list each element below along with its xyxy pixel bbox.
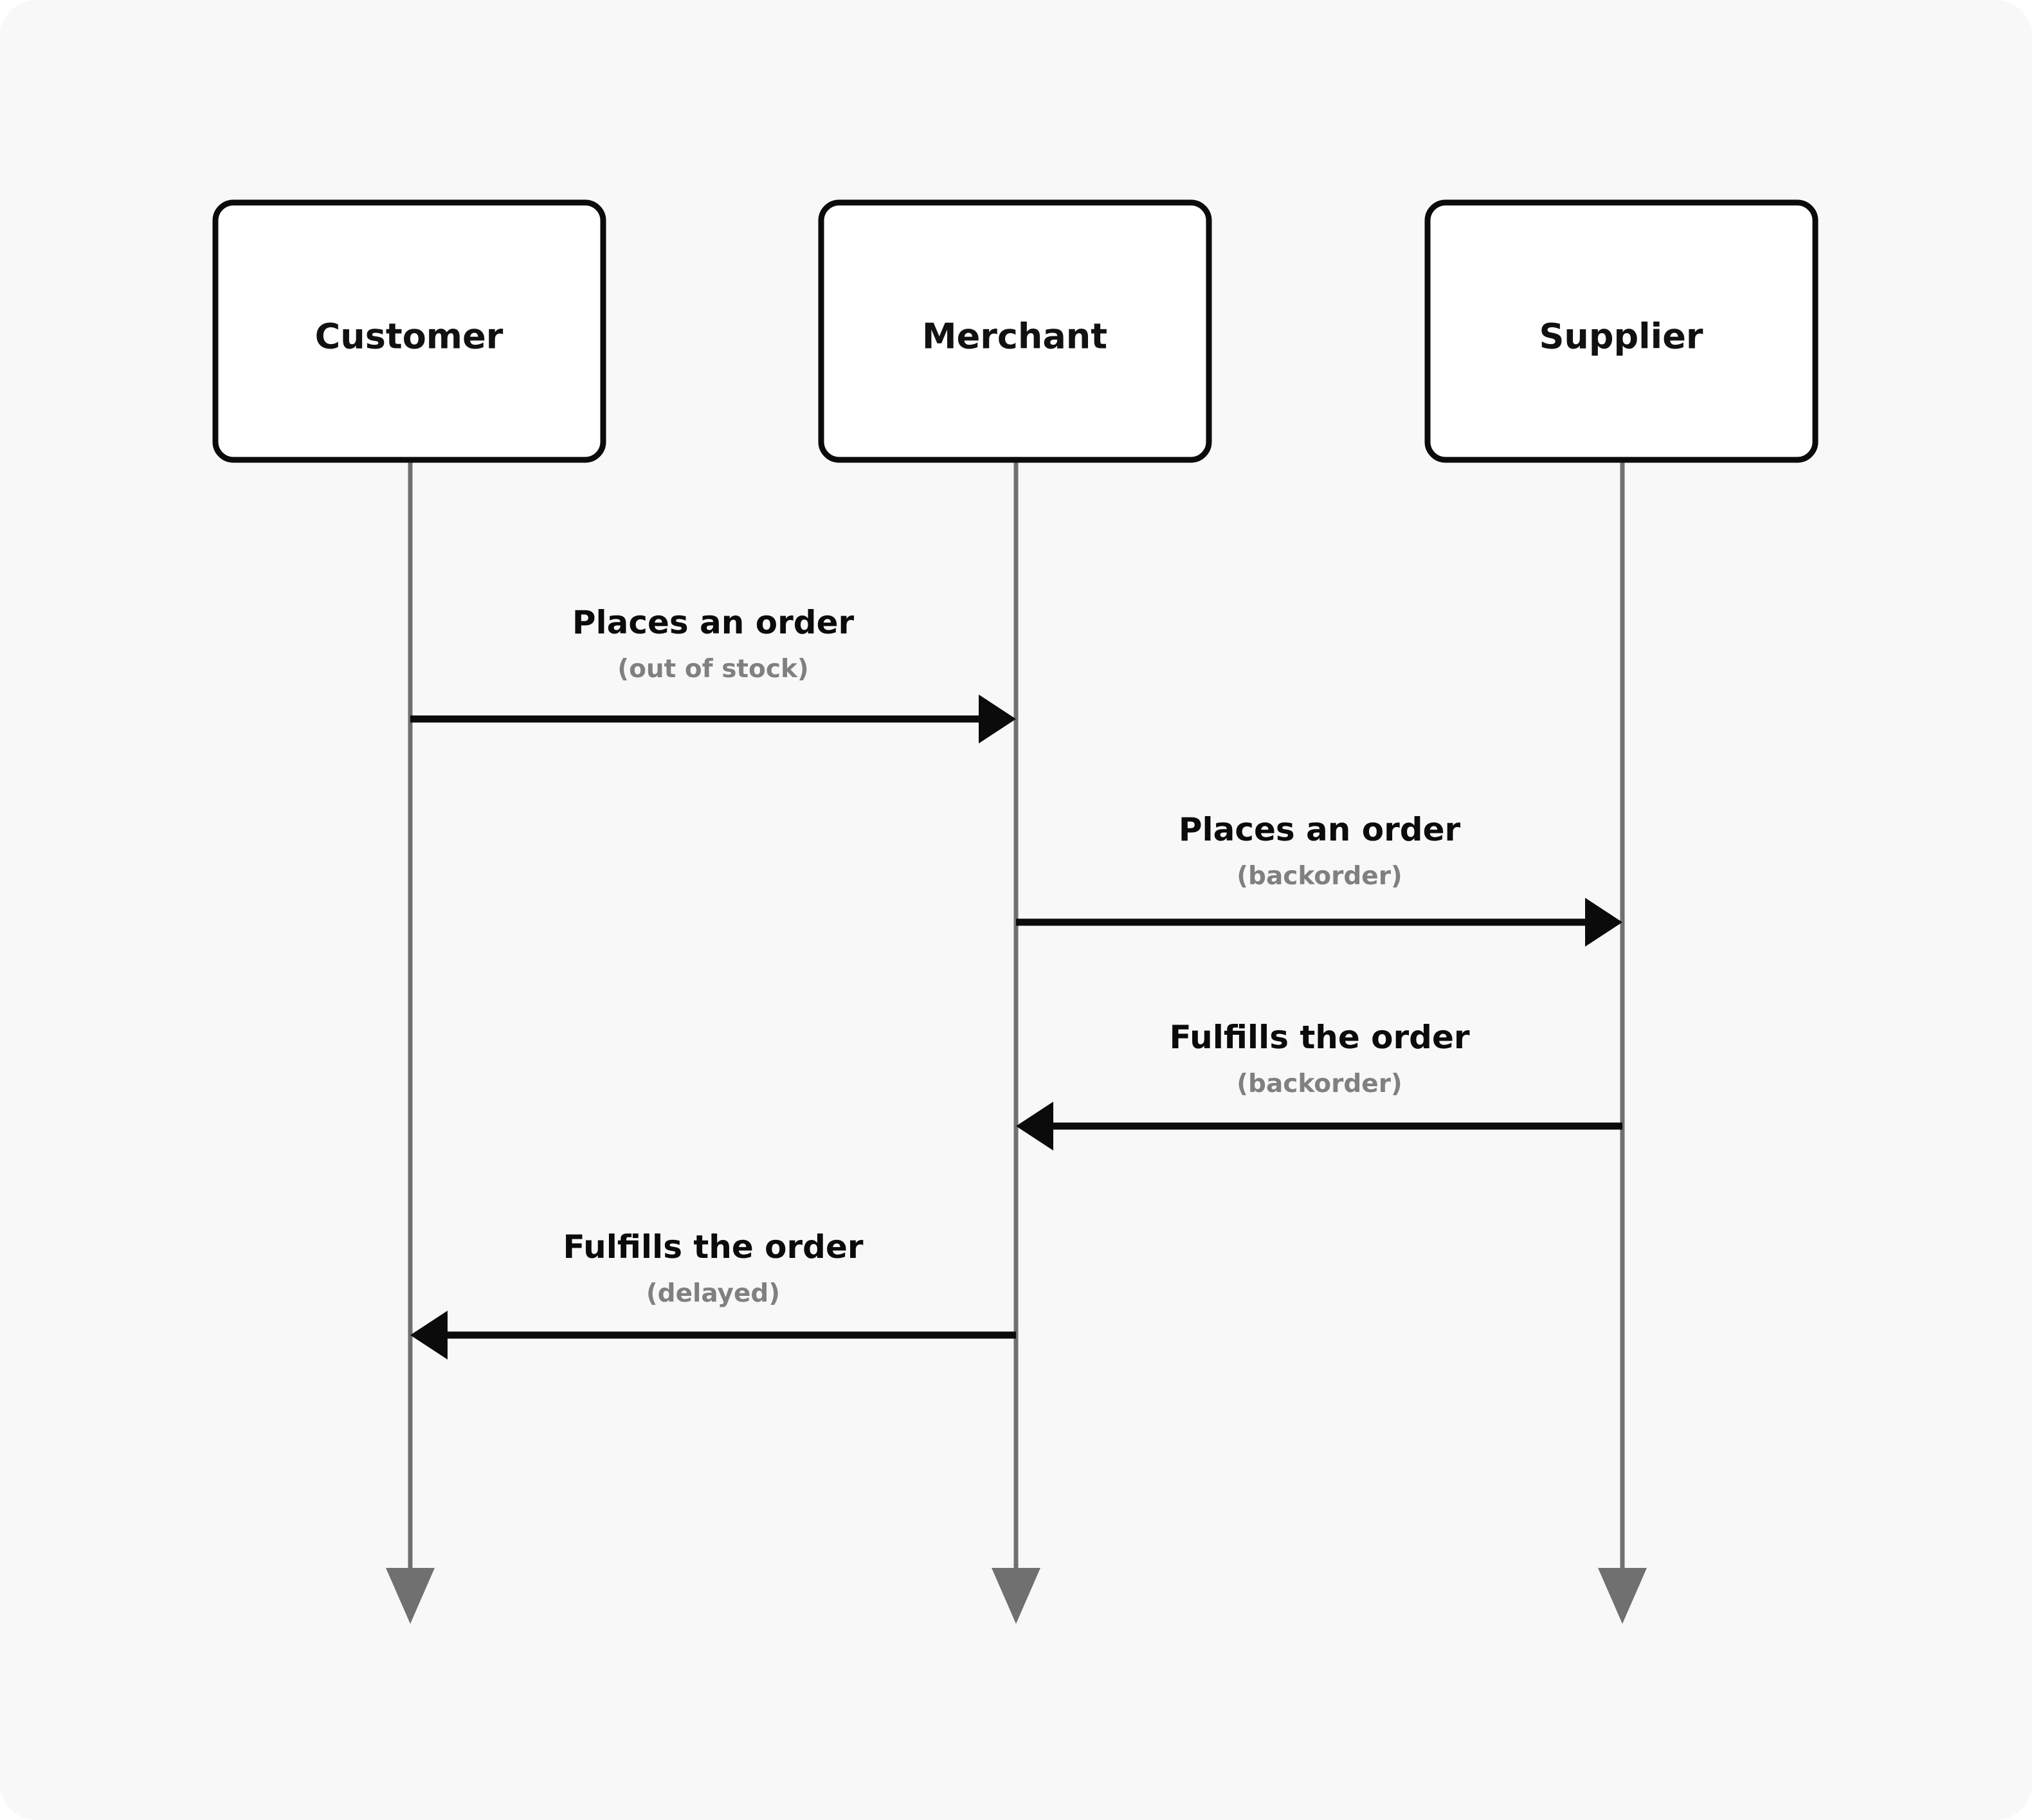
lifeline-merchant <box>992 460 1040 1624</box>
message-2[interactable]: Places an order (backorder) <box>1016 811 1622 947</box>
lifeline-supplier <box>1598 460 1647 1624</box>
lifeline-merchant-arrowhead-icon <box>992 1568 1040 1624</box>
message-1-sublabel: (out of stock) <box>617 655 808 684</box>
lifeline-customer-arrowhead-icon <box>386 1568 435 1624</box>
message-2-label: Places an order <box>1179 811 1461 848</box>
lifeline-customer <box>386 460 435 1624</box>
actor-merchant[interactable]: Merchant <box>818 199 1212 463</box>
message-4[interactable]: Fulfills the order (delayed) <box>410 1228 1016 1360</box>
message-1[interactable]: Places an order (out of stock) <box>410 604 1016 743</box>
actor-customer[interactable]: Customer <box>212 199 606 463</box>
lifeline-supplier-arrowhead-icon <box>1598 1568 1647 1624</box>
message-2-arrowhead-icon <box>1585 898 1622 947</box>
actor-supplier[interactable]: Supplier <box>1424 199 1819 463</box>
message-2-sublabel: (backorder) <box>1237 862 1402 891</box>
actor-customer-box[interactable] <box>212 199 606 463</box>
actor-supplier-label: Supplier <box>1539 316 1703 357</box>
message-3-sublabel: (backorder) <box>1237 1069 1402 1098</box>
message-4-label: Fulfills the order <box>563 1228 863 1266</box>
actor-merchant-box[interactable] <box>818 199 1212 463</box>
message-1-arrowhead-icon <box>979 695 1016 743</box>
lifeline-group <box>386 460 1647 1624</box>
actor-merchant-label: Merchant <box>922 316 1107 357</box>
actor-supplier-box[interactable] <box>1424 199 1819 463</box>
message-3-label: Fulfills the order <box>1169 1019 1469 1056</box>
message-1-label: Places an order <box>572 604 855 641</box>
actor-customer-label: Customer <box>315 316 503 357</box>
message-3[interactable]: Fulfills the order (backorder) <box>1016 1019 1622 1151</box>
message-4-arrowhead-icon <box>410 1311 448 1360</box>
message-3-arrowhead-icon <box>1016 1102 1053 1151</box>
message-4-sublabel: (delayed) <box>646 1279 780 1308</box>
